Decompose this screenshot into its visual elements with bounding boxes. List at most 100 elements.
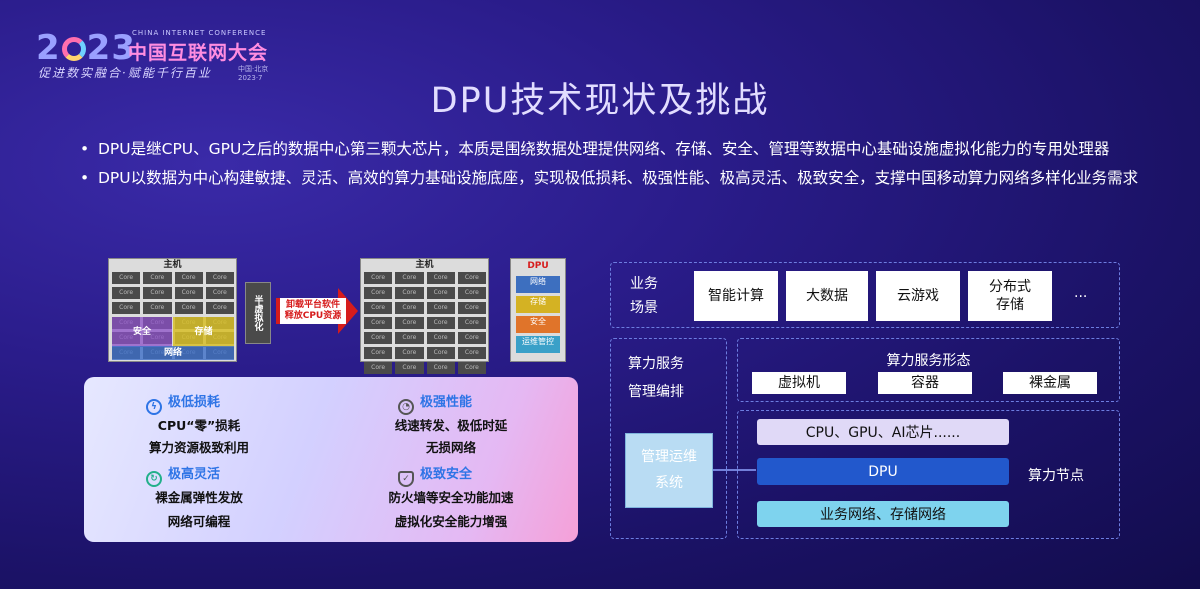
core-cell: Core (457, 287, 486, 299)
feature-flexible-line2: 网络可编程 (167, 514, 231, 529)
logo-english: CHINA INTERNET CONFERENCE (132, 29, 267, 37)
feature-performance-line1: 线速转发、极低时延 (394, 418, 508, 433)
connector-lines (713, 469, 756, 471)
band-storage: 存储 (173, 317, 234, 347)
core-cell: Core (426, 347, 455, 359)
form-bare-metal: 裸金属 (1003, 372, 1097, 394)
core-cell: Core (174, 302, 203, 314)
dpu-title: DPU (527, 261, 549, 271)
dpu-item-network: 网络 (516, 276, 560, 293)
core-cell: Core (112, 302, 141, 314)
core-cell: Core (364, 272, 393, 284)
core-cell: Core (426, 272, 455, 284)
dpu-card: DPU 网络 存储 安全 运维管控 (510, 258, 566, 362)
feature-low-loss-line2: 算力资源极致利用 (148, 440, 249, 455)
core-cell: Core (457, 302, 486, 314)
offload-arrow-label: 卸载平台软件 释放CPU资源 (280, 298, 346, 324)
scene-distributed-storage: 分布式 存储 (968, 271, 1052, 321)
core-cell: Core (174, 287, 203, 299)
core-cell: Core (174, 272, 203, 284)
host-after: 主机 Core Core Core Core Core Core Core Co… (360, 258, 489, 374)
core-cell: Core (426, 302, 455, 314)
para-virtualization-box: 半虚拟化 (245, 282, 271, 344)
core-cell: Core (143, 302, 172, 314)
core-cell: Core (205, 287, 234, 299)
feature-low-loss-line1: CPU“零”损耗 (157, 418, 241, 433)
gauge-icon: ◔ (398, 399, 414, 415)
core-cell: Core (426, 362, 455, 374)
compute-node-label: 算力节点 (1028, 468, 1084, 484)
core-grid: Core Core Core Core Core Core Core Core … (364, 272, 486, 374)
lightning-icon: ϟ (146, 399, 162, 415)
logo-slogan: 促进数实融合·赋能千行百业 (38, 66, 212, 80)
core-cell: Core (395, 362, 424, 374)
core-cell: Core (143, 272, 172, 284)
network-bar: 业务网络、存储网络 (757, 501, 1009, 527)
ops-system-box (625, 433, 713, 508)
core-cell: Core (395, 287, 424, 299)
dpu-item-storage: 存储 (516, 296, 560, 313)
core-cell: Core (395, 332, 424, 344)
host-title: 主机 (415, 260, 434, 270)
service-forms-title: 算力服务形态 (886, 353, 971, 369)
core-cell: Core (364, 362, 393, 374)
bullet-item: DPU以数据为中心构建敏捷、灵活、高效的算力基础设施底座，实现极低损耗、极强性能… (80, 165, 1150, 192)
core-cell: Core (364, 332, 393, 344)
logo-chinese: 中国互联网大会 (128, 42, 269, 64)
core-cell: Core (457, 362, 486, 374)
core-cell: Core (395, 302, 424, 314)
mgmt-column (610, 338, 727, 539)
host-title: 主机 (163, 260, 182, 270)
core-cell: Core (426, 317, 455, 329)
bullet-item: DPU是继CPU、GPU之后的数据中心第三颗大芯片，本质是围绕数据处理提供网络、… (80, 136, 1150, 163)
form-vm: 虚拟机 (752, 372, 846, 394)
core-cell: Core (457, 332, 486, 344)
core-cell: Core (457, 317, 486, 329)
feature-performance-head: ◔极强性能 (398, 391, 472, 415)
chip-bar: CPU、GPU、AI芯片...... (757, 419, 1009, 445)
core-cell: Core (205, 272, 234, 284)
core-cell: Core (426, 332, 455, 344)
core-cell: Core (395, 272, 424, 284)
scene-ai-compute: 智能计算 (694, 271, 778, 321)
core-cell: Core (364, 317, 393, 329)
dpu-bar: DPU (757, 458, 1009, 485)
loop-icon: ↻ (146, 471, 162, 487)
core-cell: Core (143, 287, 172, 299)
feature-security-line1: 防火墙等安全功能加速 (388, 490, 514, 505)
service-forms (737, 338, 1120, 402)
feature-flexible-head: ↻极高灵活 (146, 463, 220, 487)
feature-flexible-line1: 裸金属弹性发放 (155, 490, 243, 505)
form-container: 容器 (878, 372, 972, 394)
feature-performance-line2: 无损网络 (425, 440, 476, 455)
scene-more: ... (1074, 285, 1088, 301)
core-cell: Core (364, 302, 393, 314)
scene-row (610, 262, 1120, 328)
feature-security-line2: 虚拟化安全能力增强 (394, 514, 508, 529)
core-cell: Core (112, 272, 141, 284)
band-network: 网络 (112, 346, 234, 360)
slide-title: DPU技术现状及挑战 (430, 81, 770, 121)
host-before: 主机 Core Core Core Core Core Core Core Co… (108, 258, 237, 362)
ops-system-label: 管理运维 系统 (641, 449, 697, 491)
compute-node (737, 410, 1120, 539)
core-cell: Core (364, 347, 393, 359)
scene-cloud-gaming: 云游戏 (876, 271, 960, 321)
scene-big-data: 大数据 (786, 271, 868, 321)
bullet-list: DPU是继CPU、GPU之后的数据中心第三颗大芯片，本质是围绕数据处理提供网络、… (80, 136, 1150, 194)
mgmt-label: 算力服务 管理编排 (628, 356, 684, 400)
band-security: 安全 (112, 317, 172, 347)
shield-icon: ✓ (398, 471, 414, 487)
logo-ring-icon (61, 37, 86, 61)
core-cell: Core (395, 347, 424, 359)
feature-security-head: ✓极致安全 (398, 463, 472, 487)
core-cell: Core (364, 287, 393, 299)
core-cell: Core (112, 287, 141, 299)
core-cell: Core (205, 302, 234, 314)
core-cell: Core (457, 347, 486, 359)
dpu-item-security: 安全 (516, 316, 560, 333)
